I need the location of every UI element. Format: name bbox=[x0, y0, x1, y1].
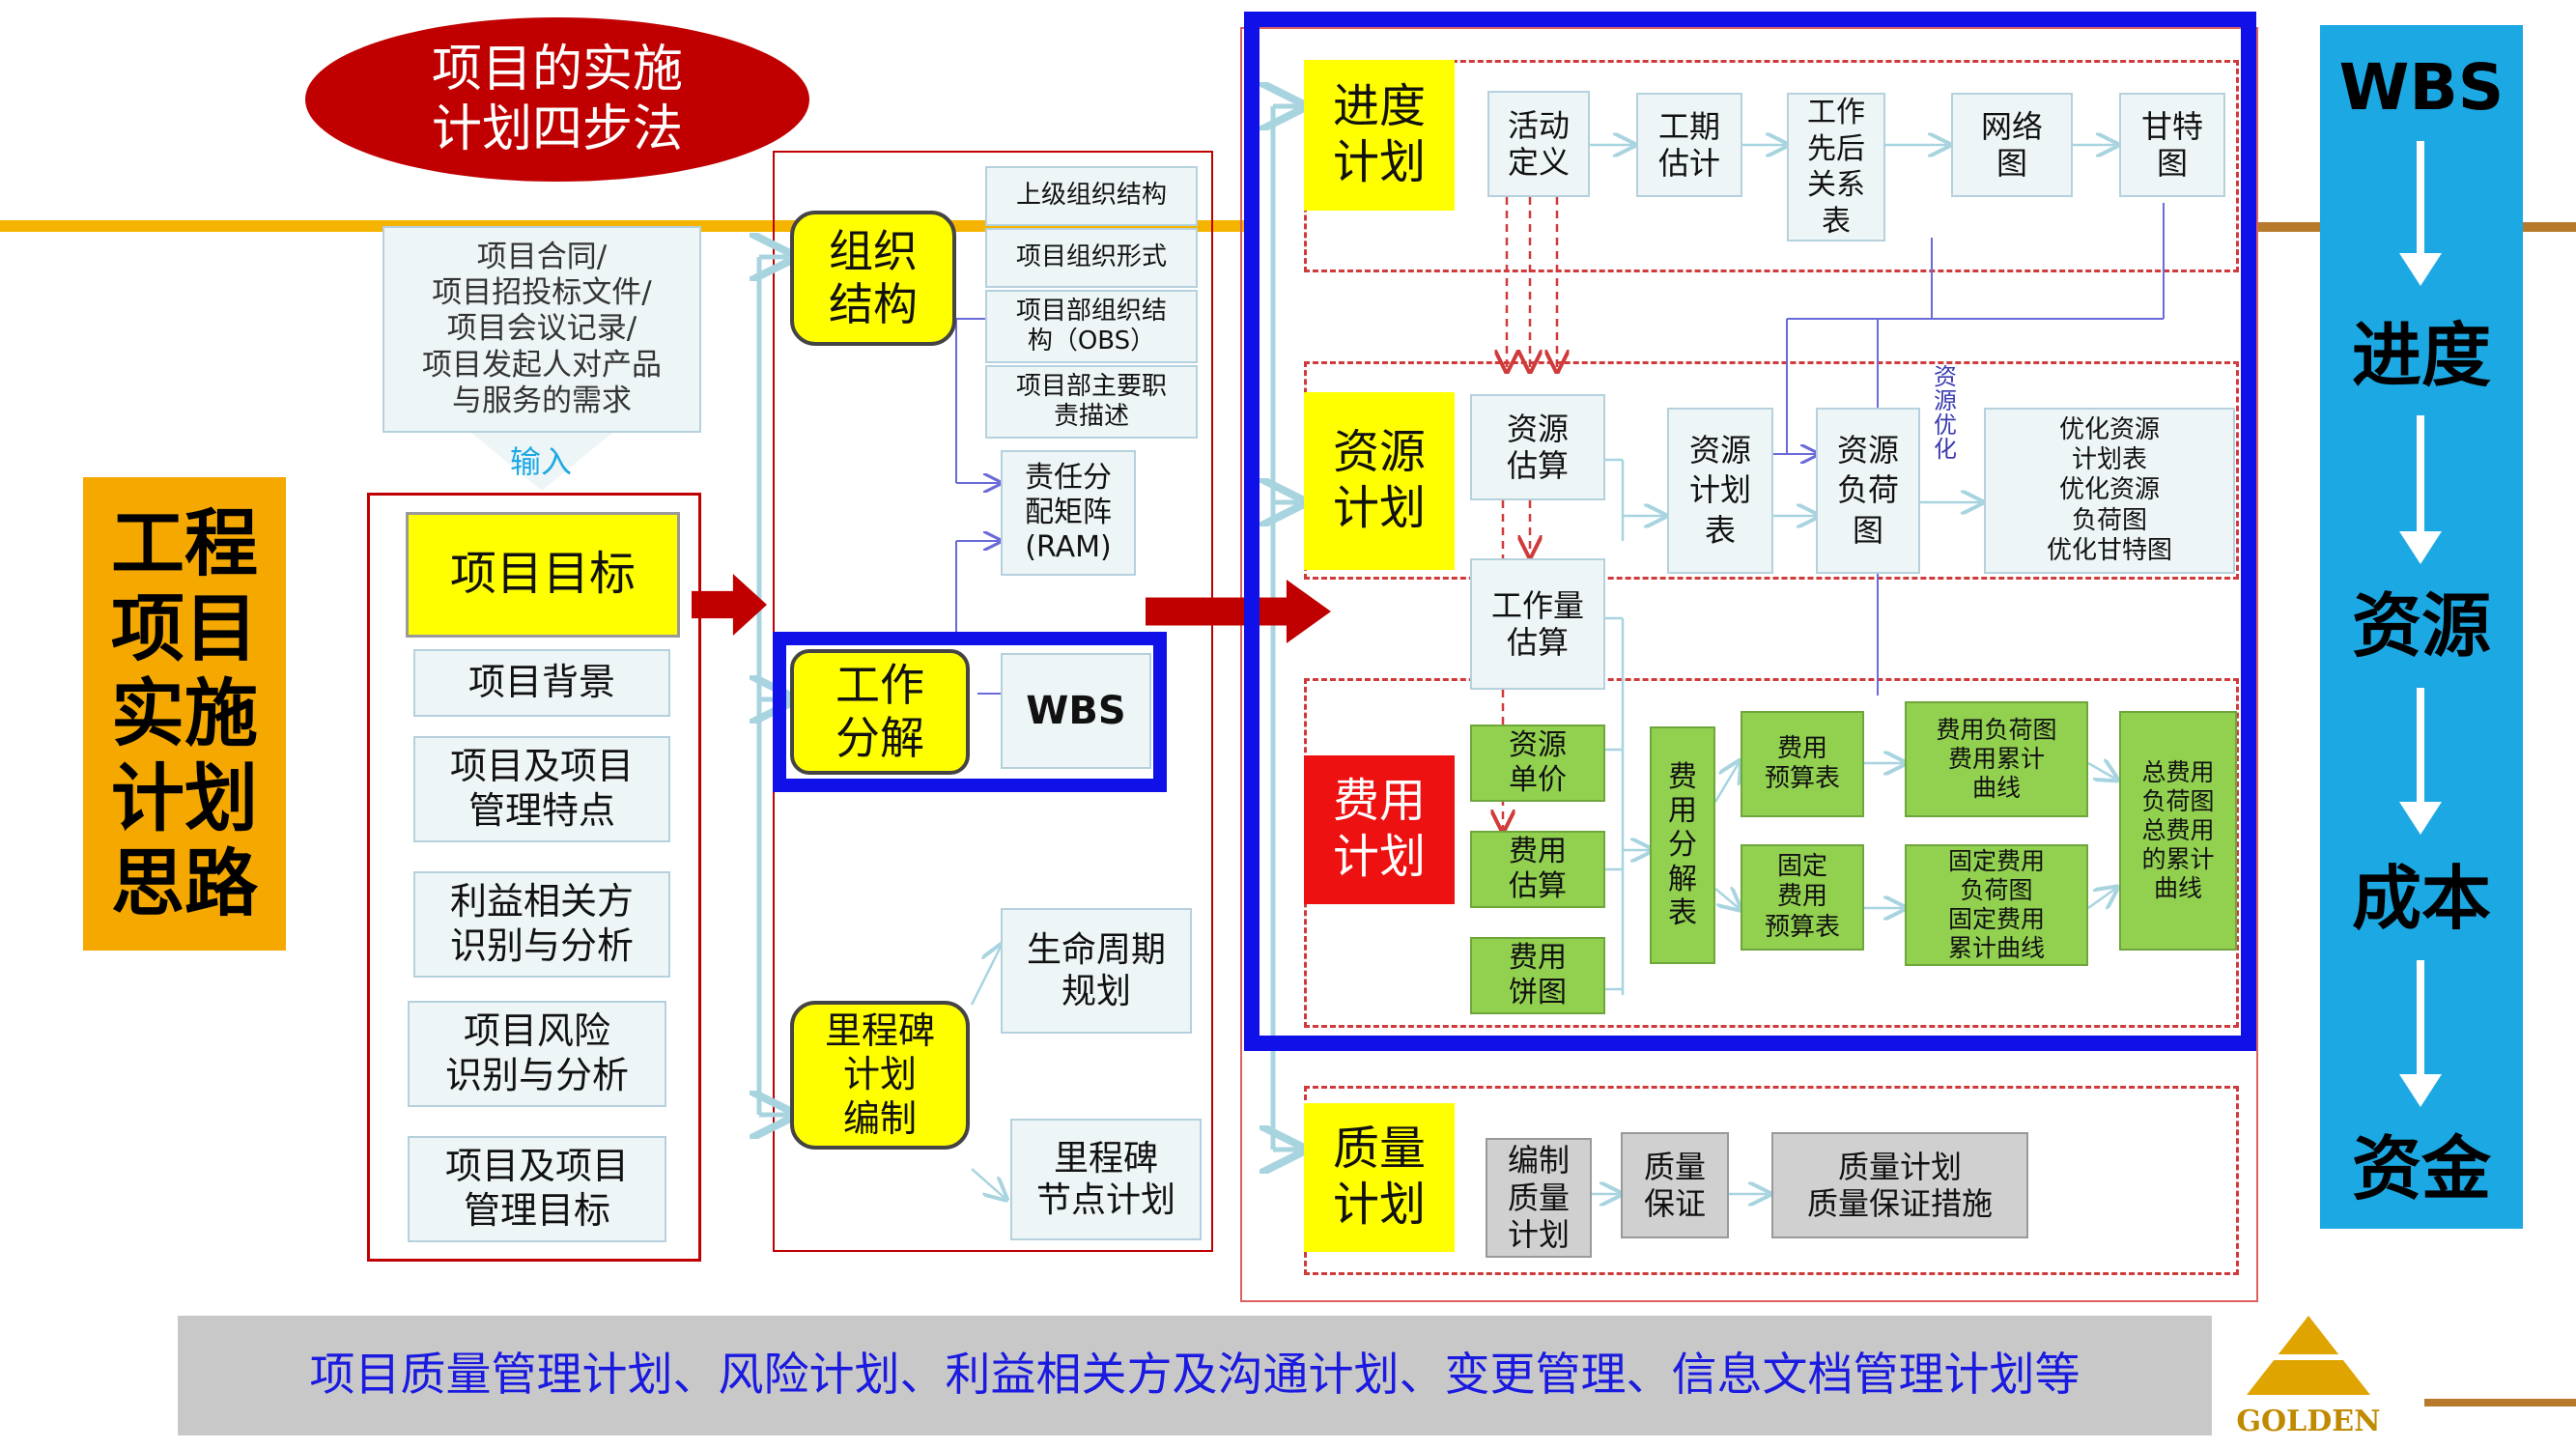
goal-item-risks: 项目风险 识别与分析 bbox=[408, 1001, 666, 1107]
logo-text: GOLDEN bbox=[2236, 1405, 2381, 1438]
schedule-item-gantt: 甘特 图 bbox=[2119, 93, 2225, 197]
cost-unit-price: 资源 单价 bbox=[1470, 724, 1605, 802]
cost-breakdown: 费 用 分 解 表 bbox=[1650, 726, 1715, 964]
goals-frame bbox=[367, 493, 701, 1262]
schedule-item-duration: 工期 估计 bbox=[1636, 93, 1742, 197]
bottom-bar: 项目质量管理计划、风险计划、利益相关方及沟通计划、变更管理、信息文档管理计划等 bbox=[178, 1316, 2212, 1435]
org-item-duties: 项目部主要职 责描述 bbox=[985, 365, 1198, 439]
cost-budget: 费用 预算表 bbox=[1741, 711, 1864, 817]
resource-estimate: 资源 估算 bbox=[1470, 394, 1605, 500]
cost-total: 总费用 负荷图 总费用 的累计 曲线 bbox=[2119, 711, 2237, 951]
resource-load-chart: 资源 负荷 图 bbox=[1816, 408, 1920, 574]
org-item-form: 项目组织形式 bbox=[985, 228, 1198, 288]
cost-label: 费用 计划 bbox=[1304, 755, 1455, 904]
org-item-superior: 上级组织结构 bbox=[985, 166, 1198, 226]
left-title: 工程 项目 实施 计划 思路 bbox=[83, 477, 286, 951]
schedule-item-sequence: 工作 先后 关系 表 bbox=[1787, 93, 1885, 242]
cost-pie: 费用 饼图 bbox=[1470, 937, 1605, 1014]
page-title: 项目的实施 计划四步法 bbox=[305, 17, 809, 182]
resource-plan-table: 资源 计划 表 bbox=[1667, 408, 1773, 574]
core-plan-highlight bbox=[1244, 12, 2256, 1051]
cost-fixed-budget: 固定 费用 预算表 bbox=[1741, 844, 1864, 951]
schedule-item-define: 活动 定义 bbox=[1487, 91, 1590, 197]
ram-box: 责任分 配矩阵 (RAM) bbox=[1001, 450, 1136, 576]
step-milestone: 里程碑 计划 编制 bbox=[790, 1001, 970, 1150]
resource-optimize-label: 资 源 优 化 bbox=[1934, 362, 1957, 464]
goal-item-stakeholders: 利益相关方 识别与分析 bbox=[413, 871, 670, 978]
goal-item-objectives: 项目及项目 管理目标 bbox=[408, 1136, 666, 1242]
sequence-resource: 资源 bbox=[2351, 584, 2491, 667]
quality-item-plan: 编制 质量 计划 bbox=[1486, 1138, 1592, 1258]
resource-label: 资源 计划 bbox=[1304, 392, 1455, 570]
sequence-schedule: 进度 bbox=[2351, 314, 2491, 396]
sequence-wbs: WBS bbox=[2338, 50, 2505, 126]
step-org-structure: 组织 结构 bbox=[790, 211, 956, 346]
step-work-breakdown: 工作 分解 bbox=[790, 649, 970, 775]
org-item-obs: 项目部组织结 构（OBS） bbox=[985, 290, 1198, 363]
workload-estimate: 工作量 估算 bbox=[1470, 558, 1605, 690]
cost-fixed-curve: 固定费用 负荷图 固定费用 累计曲线 bbox=[1905, 844, 2088, 966]
resource-optimized: 优化资源 计划表 优化资源 负荷图 优化甘特图 bbox=[1984, 408, 2235, 574]
life-cycle-box: 生命周期 规划 bbox=[1001, 908, 1192, 1034]
goal-main: 项目目标 bbox=[406, 512, 680, 638]
schedule-label: 进度 计划 bbox=[1304, 60, 1455, 211]
milestone-plan-box: 里程碑 节点计划 bbox=[1010, 1119, 1202, 1240]
wbs-box: WBS bbox=[1001, 653, 1151, 769]
cost-estimate: 费用 估算 bbox=[1470, 831, 1605, 908]
goal-item-characteristics: 项目及项目 管理特点 bbox=[413, 736, 670, 842]
footer-stripe bbox=[2424, 1399, 2576, 1406]
golden-logo-band bbox=[2260, 1354, 2357, 1360]
quality-label: 质量 计划 bbox=[1304, 1103, 1455, 1252]
plan-details-frame bbox=[1240, 27, 2258, 1302]
sequence-funds: 资金 bbox=[2351, 1127, 2491, 1209]
quality-item-measures: 质量计划 质量保证措施 bbox=[1771, 1132, 2028, 1238]
goal-item-background: 项目背景 bbox=[413, 649, 670, 717]
input-box: 项目合同/ 项目招投标文件/ 项目会议记录/ 项目发起人对产品 与服务的需求 bbox=[382, 226, 701, 433]
cost-load-curve: 费用负荷图 费用累计 曲线 bbox=[1905, 701, 2088, 817]
quality-item-assurance: 质量 保证 bbox=[1621, 1132, 1729, 1238]
schedule-item-network: 网络 图 bbox=[1951, 93, 2073, 197]
input-label: 输入 bbox=[509, 442, 572, 480]
wbs-highlight-frame bbox=[773, 632, 1167, 792]
sequence-cost: 成本 bbox=[2351, 857, 2491, 939]
